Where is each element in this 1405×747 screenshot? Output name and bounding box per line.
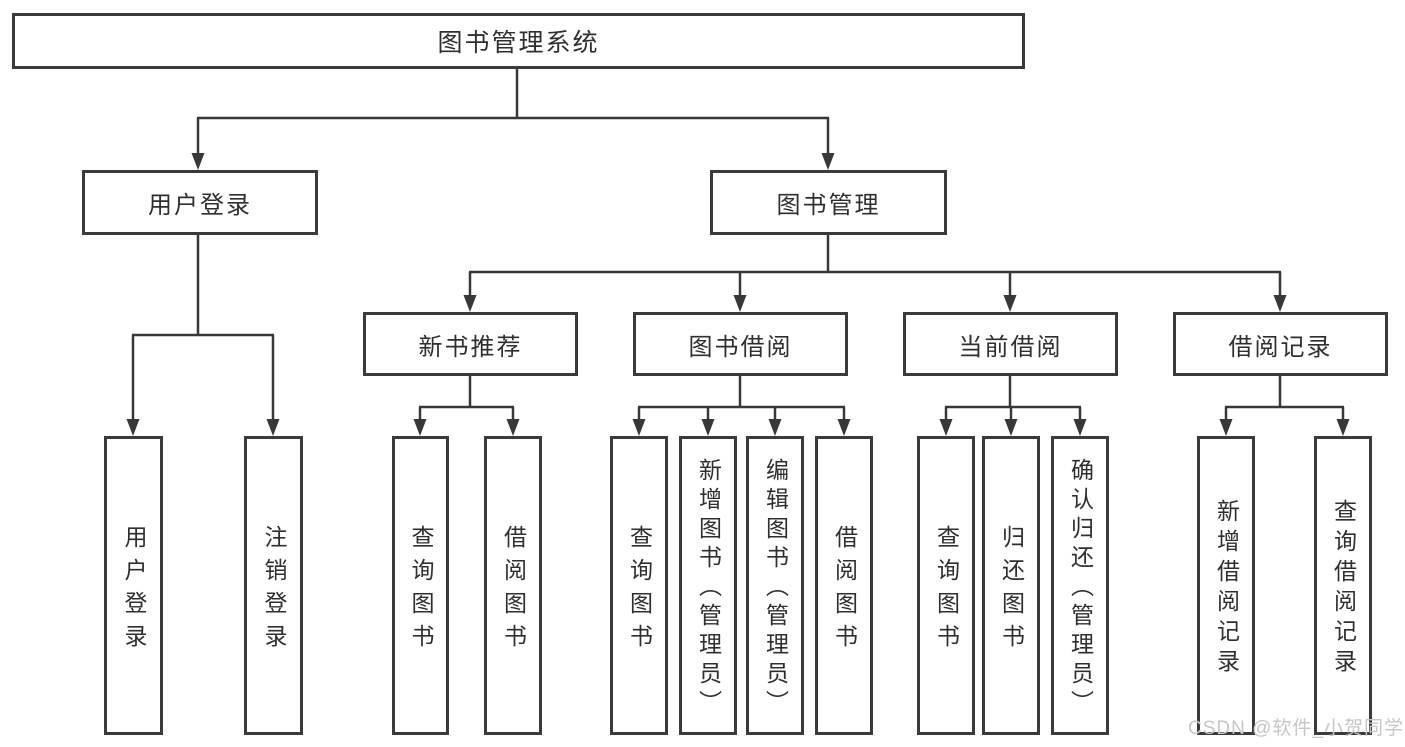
- node-label: 查询图书: [933, 524, 960, 657]
- node-label: 新增借阅记录: [1213, 499, 1240, 679]
- leaf-add-book-admin: 新增图书（管理员）: [679, 436, 737, 735]
- node-label: 编辑图书（管理员）: [762, 458, 789, 719]
- node-label: 用户登录: [121, 524, 147, 657]
- node-label: 确认归还（管理员）: [1067, 458, 1094, 719]
- leaf-user-login: 用户登录: [104, 436, 163, 735]
- leaf-logout: 注销登录: [244, 436, 303, 735]
- watermark: CSDN @软件_小贺同学: [1188, 718, 1404, 739]
- leaf-confirm-return-admin: 确认归还（管理员）: [1051, 436, 1109, 735]
- node-current-borrowing: 当前借阅: [903, 312, 1118, 376]
- leaf-borrow-book: 借阅图书: [815, 436, 873, 735]
- leaf-add-borrow-record: 新增借阅记录: [1197, 436, 1255, 735]
- node-new-book-recommend: 新书推荐: [363, 312, 578, 376]
- node-label: 借阅记录: [1228, 333, 1333, 361]
- node-library-management-system: 图书管理系统: [12, 13, 1025, 69]
- leaf-return-book: 归还图书: [982, 436, 1040, 735]
- node-label: 用户登录: [148, 192, 252, 219]
- node-label: 归还图书: [998, 524, 1025, 657]
- node-label: 新书推荐: [418, 333, 523, 361]
- node-label: 查询借阅记录: [1330, 499, 1357, 679]
- node-label: 图书管理: [776, 192, 881, 219]
- node-label: 新增图书（管理员）: [695, 458, 722, 719]
- node-label: 当前借阅: [958, 333, 1063, 361]
- node-label: 借阅图书: [500, 524, 527, 657]
- leaf-borrow-book: 借阅图书: [484, 436, 542, 735]
- node-label: 借阅图书: [831, 524, 858, 657]
- node-book-borrowing: 图书借阅: [633, 312, 848, 376]
- node-label: 注销登录: [261, 524, 287, 657]
- node-user-login: 用户登录: [82, 170, 318, 235]
- leaf-query-book: 查询图书: [392, 436, 449, 735]
- node-book-management: 图书管理: [710, 170, 947, 235]
- node-borrow-records: 借阅记录: [1173, 312, 1388, 376]
- node-label: 图书管理系统: [437, 29, 600, 57]
- leaf-query-book: 查询图书: [917, 436, 975, 735]
- node-label: 查询图书: [408, 524, 434, 657]
- leaf-query-book: 查询图书: [610, 436, 668, 735]
- leaf-query-borrow-record: 查询借阅记录: [1314, 436, 1372, 735]
- leaf-edit-book-admin: 编辑图书（管理员）: [746, 436, 804, 735]
- node-label: 图书借阅: [688, 333, 793, 361]
- node-label: 查询图书: [626, 524, 653, 657]
